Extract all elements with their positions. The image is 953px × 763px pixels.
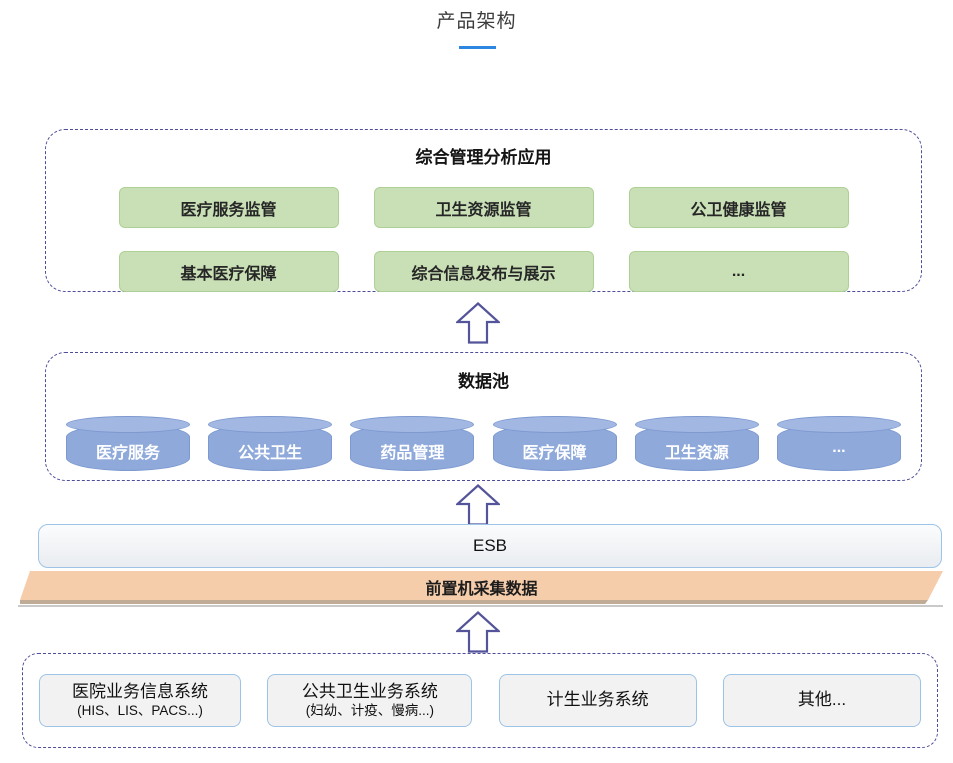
source-box-title: 医院业务信息系统 (72, 681, 208, 701)
cylinder-more: ... (776, 416, 901, 471)
frontend-collector-bar: 前置机采集数据 (18, 571, 943, 609)
up-arrow-icon (456, 484, 500, 526)
cylinder-label: 药品管理 (380, 445, 445, 462)
cylinder-top (66, 416, 190, 433)
application-layer-section: 综合管理分析应用 医疗服务监管 卫生资源监管 公卫健康监管 基本医疗保障 综合信… (45, 129, 922, 292)
up-arrow-icon (456, 302, 500, 344)
source-box-subtitle: (妇幼、计疫、慢病...) (305, 703, 434, 719)
cylinder-health-resource: 卫生资源 (634, 416, 759, 471)
app-box-medical-service-supervision: 医疗服务监管 (118, 187, 339, 228)
app-box-more: ... (628, 251, 849, 292)
source-box-title: 公共卫生业务系统 (301, 681, 438, 701)
source-box-family-planning-systems: 计生业务系统 (498, 674, 697, 727)
cylinder-medical-insurance: 医疗保障 (492, 416, 617, 471)
data-pool-title: 数据池 (458, 372, 509, 391)
cylinder-top (634, 416, 759, 433)
app-box-health-resource-supervision: 卫生资源监管 (373, 187, 594, 228)
cylinder-drug-management: 药品管理 (350, 416, 475, 471)
cylinder-top (776, 416, 901, 433)
collector-3d-edge (20, 600, 943, 604)
cylinder-label: 卫生资源 (664, 445, 729, 462)
cylinder-top (350, 416, 475, 433)
source-box-hospital-systems: 医院业务信息系统 (HIS、LIS、PACS...) (39, 674, 241, 727)
application-layer-title: 综合管理分析应用 (415, 148, 552, 167)
source-box-other: 其他... (722, 674, 921, 727)
data-pool-section: 数据池 医疗服务 公共卫生 药品管理 医疗保障 (45, 352, 922, 481)
source-box-title: 计生业务系统 (546, 690, 649, 710)
page-title: 产品架构 (436, 11, 517, 32)
collector-label: 前置机采集数据 (425, 581, 538, 598)
source-box-subtitle: (HIS、LIS、PACS...) (77, 703, 203, 719)
title-underline (458, 46, 496, 49)
source-systems-section: 医院业务信息系统 (HIS、LIS、PACS...) 公共卫生业务系统 (妇幼、… (22, 653, 938, 748)
cylinder-top (208, 416, 333, 433)
cylinder-label: 医疗保障 (522, 445, 587, 462)
app-box-basic-medical-insurance: 基本医疗保障 (118, 251, 339, 292)
cylinder-top (492, 416, 617, 433)
source-box-title: 其他... (797, 690, 847, 710)
app-box-public-health-supervision: 公卫健康监管 (628, 187, 849, 228)
cylinder-label: 医疗服务 (95, 445, 160, 462)
collector-face (20, 571, 943, 600)
collector-shadow (18, 605, 943, 607)
source-box-public-health-systems: 公共卫生业务系统 (妇幼、计疫、慢病...) (267, 674, 473, 727)
app-box-info-publish-display: 综合信息发布与展示 (373, 251, 594, 292)
application-row-1: 医疗服务监管 卫生资源监管 公卫健康监管 (46, 187, 921, 228)
cylinder-body (634, 424, 759, 471)
cylinder-medical-service: 医疗服务 (66, 416, 190, 471)
cylinder-label: 公共卫生 (238, 445, 303, 462)
esb-bar: ESB (38, 524, 942, 568)
application-row-2: 基本医疗保障 综合信息发布与展示 ... (46, 251, 921, 292)
cylinder-public-health: 公共卫生 (208, 416, 333, 471)
up-arrow-icon (456, 611, 500, 653)
cylinder-label: ... (832, 439, 846, 456)
data-pool-cylinders: 医疗服务 公共卫生 药品管理 医疗保障 卫生资源 (46, 416, 921, 471)
